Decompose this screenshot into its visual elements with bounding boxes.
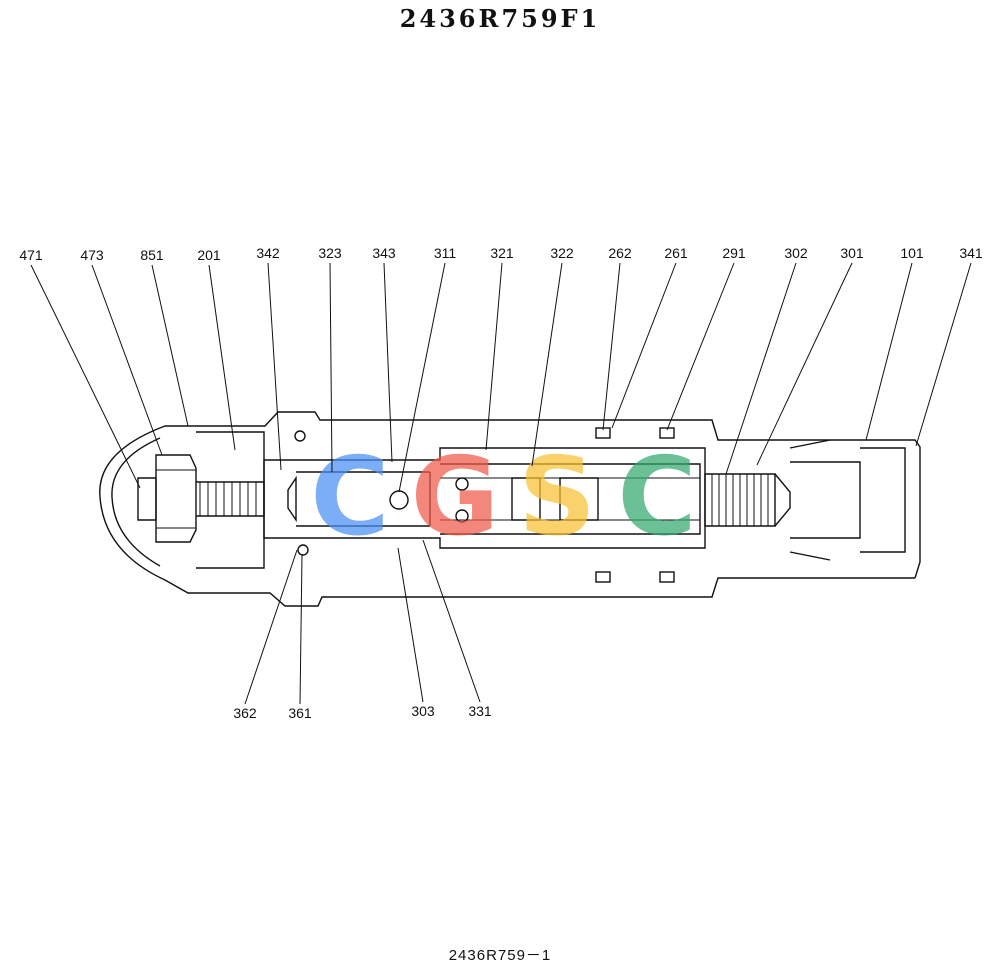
part-label: 331 bbox=[468, 703, 492, 719]
part-label: 262 bbox=[608, 245, 632, 261]
drawing-number: 2436R759－1 bbox=[448, 947, 552, 964]
part-label: 851 bbox=[140, 247, 164, 263]
drawing-title: 2436R759F1 bbox=[399, 4, 601, 33]
watermark-letter: S bbox=[518, 435, 596, 560]
part-label: 311 bbox=[434, 245, 457, 261]
part-label: 471 bbox=[19, 247, 43, 263]
part-label: 291 bbox=[722, 245, 746, 261]
leader-line bbox=[725, 262, 797, 475]
leader-line bbox=[267, 262, 282, 471]
part-label: 302 bbox=[784, 245, 808, 261]
valve-body-outline bbox=[99, 411, 921, 607]
leader-line bbox=[611, 262, 677, 429]
part-label: 101 bbox=[900, 245, 924, 261]
leader-line bbox=[915, 262, 972, 447]
leader-line bbox=[208, 264, 236, 451]
leader-line bbox=[422, 539, 481, 703]
leader-line bbox=[329, 262, 333, 473]
part-label: 201 bbox=[197, 247, 221, 263]
part-label: 343 bbox=[372, 245, 396, 261]
part-label: 342 bbox=[256, 245, 280, 261]
watermark-letter: G bbox=[411, 435, 500, 560]
part-label: 322 bbox=[550, 245, 574, 261]
leader-line bbox=[30, 264, 141, 489]
part-label: 303 bbox=[411, 703, 435, 719]
part-label: 323 bbox=[318, 245, 342, 261]
part-label: 261 bbox=[664, 245, 688, 261]
part-label: 301 bbox=[840, 245, 864, 261]
part-label: 341 bbox=[959, 245, 983, 261]
leader-line bbox=[398, 262, 446, 493]
part-label: 321 bbox=[490, 245, 514, 261]
leader-line bbox=[151, 264, 189, 427]
part-label: 473 bbox=[80, 247, 104, 263]
part-label: 361 bbox=[288, 705, 312, 721]
watermark: C G S C bbox=[310, 435, 696, 560]
leader-line bbox=[397, 547, 424, 703]
watermark-letter: C bbox=[617, 435, 696, 560]
part-labels: 471 473 851 201 342 323 343 311 321 322 262 261 291 3… bbox=[19, 245, 983, 721]
leader-line bbox=[91, 264, 163, 456]
leader-line bbox=[756, 262, 853, 466]
leader-line bbox=[666, 262, 735, 431]
leader-lines bbox=[30, 262, 972, 705]
leader-line bbox=[865, 262, 913, 441]
leader-line bbox=[485, 262, 503, 451]
leader-line bbox=[244, 549, 298, 705]
leader-line bbox=[383, 262, 393, 463]
leader-line bbox=[531, 262, 563, 467]
watermark-letter: C bbox=[310, 435, 389, 560]
leader-line bbox=[299, 554, 303, 705]
leader-line bbox=[602, 262, 621, 431]
part-label: 362 bbox=[233, 705, 257, 721]
